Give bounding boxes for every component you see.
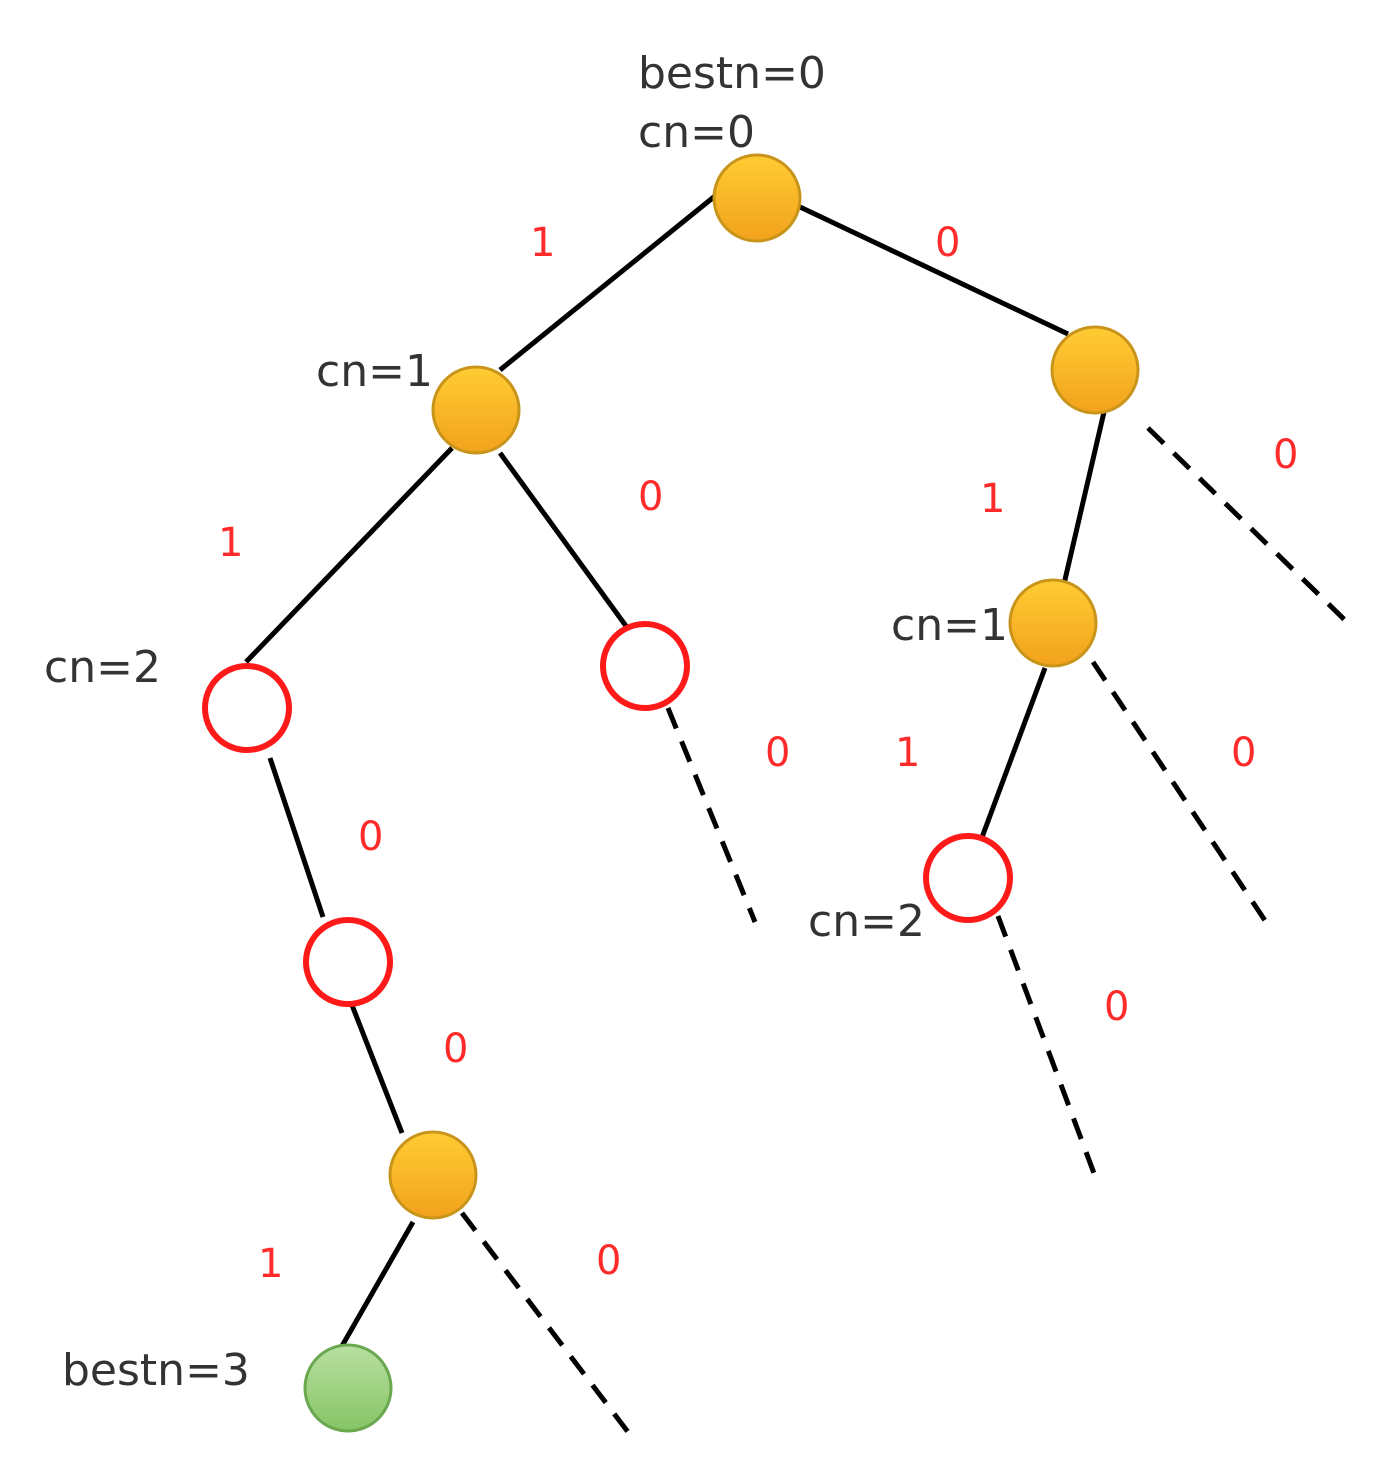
node-r1 [1050,325,1140,415]
edge-l4-left [339,1220,416,1348]
edge-label-r2-dash: 0 [1231,730,1256,776]
edge-label-l4-left: 1 [258,1241,283,1287]
label-r2-cn: cn=1 [891,600,1008,651]
edge-label-r3-dash: 0 [1104,984,1129,1030]
node-solution [303,1343,393,1433]
edge-label-l2-down: 0 [358,814,383,860]
edge-l4-dashed [460,1211,630,1434]
label-solution-bestn: bestn=3 [62,1345,250,1396]
node-r3-pruned [923,833,1013,923]
label-l2-cn: cn=2 [44,642,161,693]
label-l1-cn: cn=1 [316,346,433,397]
node-l2-pruned [202,663,292,753]
edge-label-l3-down: 0 [443,1026,468,1072]
edge-r2-dashed [1090,660,1269,924]
node-l4 [388,1130,478,1220]
node-l1 [431,365,521,455]
edge-r2-down [978,667,1048,841]
edge-r3-dashed [995,915,1098,1177]
edge-l1-right [497,451,629,628]
edge-label-l1r-dash: 0 [765,730,790,776]
node-l3-pruned [303,917,393,1007]
edge-l3-down [347,999,405,1134]
edge-l2-down [267,757,326,918]
label-root-cn: cn=0 [638,107,755,158]
edge-label-root-left: 1 [530,220,555,266]
edge-label-r1-dash: 0 [1273,432,1298,478]
edge-label-l1-right: 0 [638,474,663,520]
edge-l1r-dashed [665,707,758,923]
edge-l1-left [244,446,454,664]
edge-label-l1-left: 1 [218,520,243,566]
edge-label-r2-down: 1 [895,730,920,776]
edge-label-r1-down: 1 [980,476,1005,522]
edge-r1-down [1061,411,1107,585]
edge-r1-dashed [1146,426,1354,629]
node-l1r-pruned [600,621,690,711]
edge-root-right [798,204,1070,337]
edge-label-l4-dash: 0 [596,1238,621,1284]
node-r2 [1008,578,1098,668]
label-r3-cn: cn=2 [808,896,925,947]
label-root-bestn: bestn=0 [638,48,826,99]
edge-label-root-right: 0 [935,220,960,266]
node-root [712,153,802,243]
edge-root-left [498,194,717,372]
